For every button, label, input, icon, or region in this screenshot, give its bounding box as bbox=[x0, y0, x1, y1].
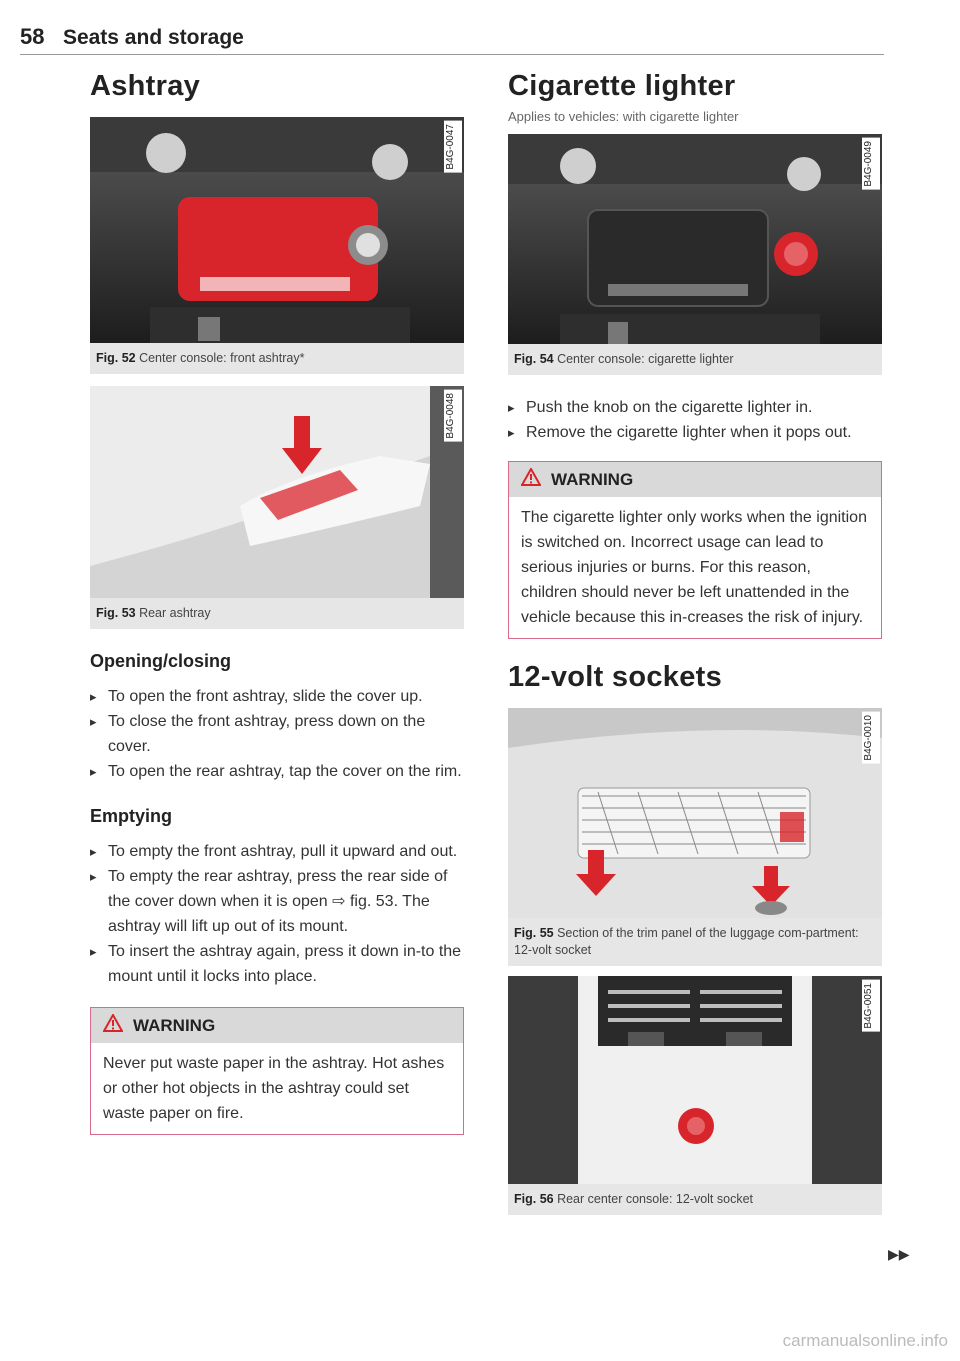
step-item: Push the knob on the cigarette lighter i… bbox=[508, 395, 882, 420]
figure-code: B4G-0051 bbox=[862, 980, 880, 1032]
step-item: To empty the front ashtray, pull it upwa… bbox=[90, 839, 464, 864]
page-number: 58 bbox=[20, 24, 45, 49]
right-column: Cigarette lighter Applies to vehicles: w… bbox=[508, 70, 882, 1215]
warning-triangle-icon bbox=[102, 1012, 124, 1037]
step-item: Remove the cigarette lighter when it pop… bbox=[508, 420, 882, 445]
warning-header: WARNING bbox=[91, 1008, 463, 1043]
step-item: To close the front ashtray, press down o… bbox=[90, 709, 464, 759]
page-header: 58 Seats and storage bbox=[20, 24, 884, 55]
figure-label: Fig. 53 bbox=[96, 606, 136, 620]
figure-code: B4G-0047 bbox=[444, 121, 462, 173]
rear-console-socket-illustration bbox=[508, 976, 882, 1184]
front-ashtray-illustration bbox=[90, 117, 464, 343]
figure-53: B4G-0048 Fig. 53 Rear ashtray bbox=[90, 386, 464, 629]
figure-code: B4G-0049 bbox=[862, 138, 880, 190]
luggage-socket-photo: B4G-0010 bbox=[508, 708, 882, 918]
figure-52: B4G-0047 Fig. 52 Center console: front a… bbox=[90, 117, 464, 374]
cigarette-lighter-illustration bbox=[508, 134, 882, 344]
figure-label: Fig. 55 bbox=[514, 926, 554, 940]
figure-caption-text: Rear ashtray bbox=[139, 606, 211, 620]
left-column: Ashtray B4G-0047 bbox=[90, 70, 464, 1135]
warning-title: WARNING bbox=[133, 1015, 216, 1035]
luggage-socket-illustration bbox=[508, 708, 882, 918]
step-item: To empty the rear ashtray, press the rea… bbox=[90, 864, 464, 939]
rear-ashtray-illustration bbox=[90, 386, 464, 598]
ashtray-warning: WARNING Never put waste paper in the ash… bbox=[90, 1007, 464, 1135]
rear-console-socket-photo: B4G-0051 bbox=[508, 976, 882, 1184]
figure-caption: Fig. 55 Section of the trim panel of the… bbox=[508, 918, 882, 966]
emptying-heading: Emptying bbox=[90, 806, 173, 826]
figure-caption: Fig. 53 Rear ashtray bbox=[90, 598, 464, 629]
warning-text: Never put waste paper in the ashtray. Ho… bbox=[103, 1055, 445, 1122]
section-title: Seats and storage bbox=[62, 26, 244, 49]
continue-arrow-icon: ▶▶ bbox=[888, 1246, 910, 1262]
cigarette-lighter-photo: B4G-0049 bbox=[508, 134, 882, 344]
warning-text: The cigarette lighter only works when th… bbox=[521, 509, 867, 626]
figure-code: B4G-0010 bbox=[862, 712, 880, 764]
figure-caption: Fig. 54 Center console: cigarette lighte… bbox=[508, 344, 882, 375]
emptying-steps: To empty the front ashtray, pull it upwa… bbox=[90, 839, 464, 989]
applies-note: Applies to vehicles: with cigarette ligh… bbox=[508, 109, 739, 124]
figure-caption-text: Center console: cigarette lighter bbox=[557, 352, 734, 366]
figure-55: B4G-0010 Fig. 55 Section of the trim pan… bbox=[508, 708, 882, 966]
sockets-title: 12-volt sockets bbox=[508, 661, 723, 693]
warning-triangle-icon bbox=[520, 466, 542, 491]
ashtray-title: Ashtray bbox=[90, 70, 201, 102]
figure-label: Fig. 52 bbox=[96, 351, 136, 365]
figure-caption: Fig. 52 Center console: front ashtray* bbox=[90, 343, 464, 374]
step-item: To insert the ashtray again, press it do… bbox=[90, 939, 464, 989]
watermark: carmanualsonline.info bbox=[782, 1331, 948, 1350]
figure-caption-text: Rear center console: 12-volt socket bbox=[557, 1192, 754, 1206]
figure-caption: Fig. 56 Rear center console: 12-volt soc… bbox=[508, 1184, 882, 1215]
warning-header: WARNING bbox=[509, 462, 881, 497]
figure-54: B4G-0049 Fig. 54 Center console: cigaret… bbox=[508, 134, 882, 375]
figure-code: B4G-0048 bbox=[444, 390, 462, 442]
front-ashtray-photo: B4G-0047 bbox=[90, 117, 464, 343]
rear-ashtray-photo: B4G-0048 bbox=[90, 386, 464, 598]
warning-title: WARNING bbox=[551, 469, 634, 489]
figure-caption-text: Center console: front ashtray* bbox=[139, 351, 305, 365]
lighter-steps: Push the knob on the cigarette lighter i… bbox=[508, 395, 882, 445]
opening-steps: To open the front ashtray, slide the cov… bbox=[90, 684, 464, 784]
step-item: To open the rear ashtray, tap the cover … bbox=[90, 759, 464, 784]
figure-label: Fig. 56 bbox=[514, 1192, 554, 1206]
lighter-warning: WARNING The cigarette lighter only works… bbox=[508, 461, 882, 639]
figure-label: Fig. 54 bbox=[514, 352, 554, 366]
cigarette-lighter-title: Cigarette lighter bbox=[508, 70, 736, 102]
figure-caption-text: Section of the trim panel of the luggage… bbox=[514, 926, 859, 957]
step-item: To open the front ashtray, slide the cov… bbox=[90, 684, 464, 709]
figure-56: B4G-0051 Fig. 56 Rear center console: 12… bbox=[508, 976, 882, 1215]
opening-closing-heading: Opening/closing bbox=[90, 651, 232, 671]
